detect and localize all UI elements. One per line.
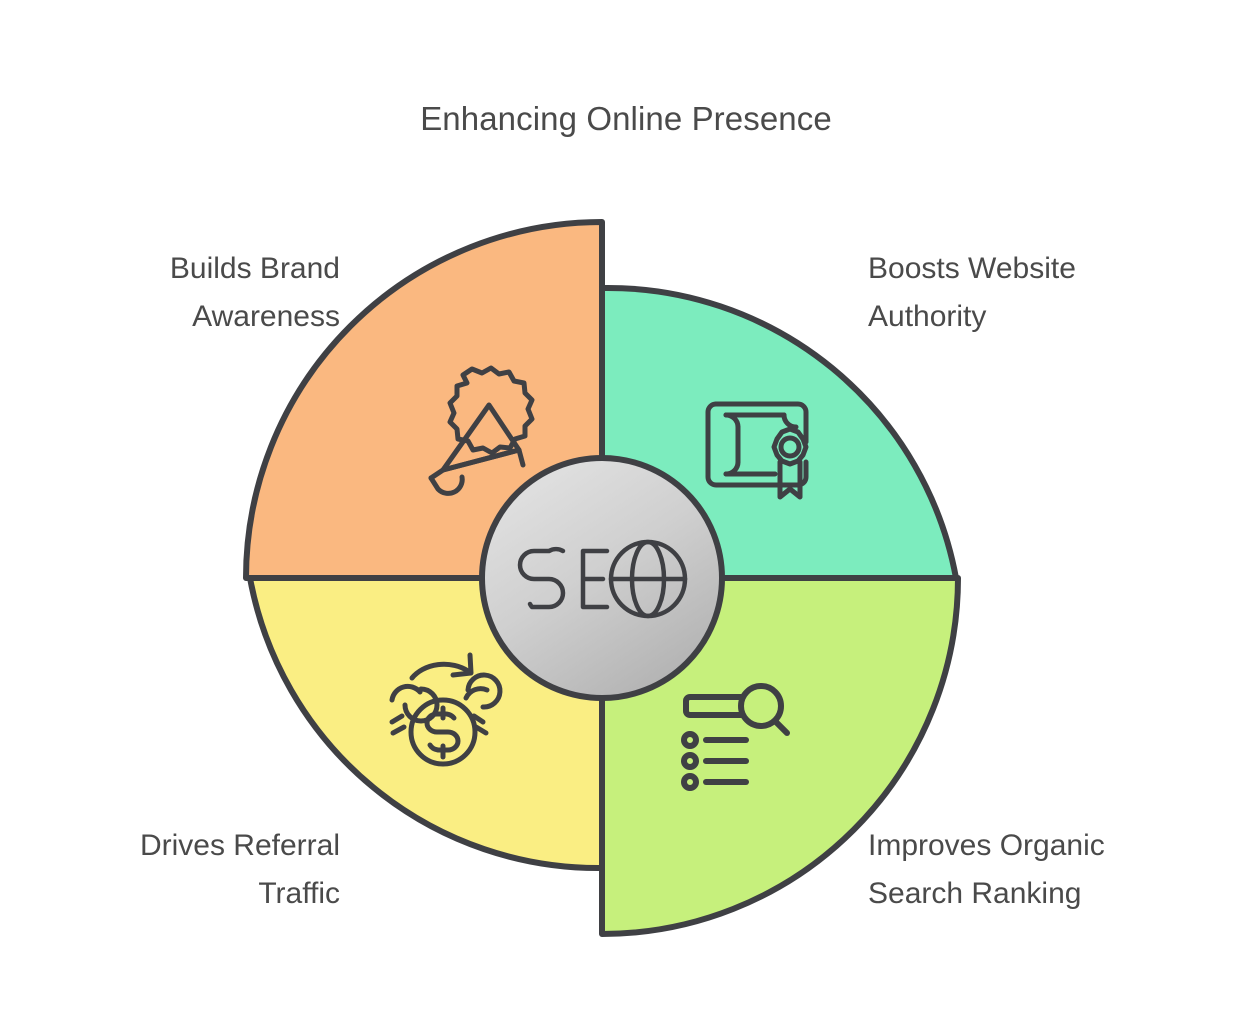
certificate-award-icon xyxy=(705,401,809,500)
center-hub[interactable] xyxy=(479,455,725,701)
referral-money-icon xyxy=(389,652,503,767)
segment-label-builds-brand-awareness: Builds Brand Awareness xyxy=(169,252,340,333)
seo-hub-letters xyxy=(517,546,610,610)
search-results-list-icon xyxy=(681,683,790,791)
segment-shape-top-left[interactable] xyxy=(243,219,605,581)
segment-shape-bottom-right[interactable] xyxy=(599,575,961,937)
segment-label-boosts-website-authority: Boosts Website Authority xyxy=(868,252,1076,333)
segment-label-drives-referral-traffic: Drives Referral Traffic xyxy=(139,829,340,910)
megaphone-badge-icon xyxy=(428,365,535,496)
page-title: Enhancing Online Presence xyxy=(420,100,832,137)
globe-icon xyxy=(608,539,688,619)
segment-builds-brand-awareness[interactable] xyxy=(243,219,605,581)
segment-label-improves-organic-search-ranking: Improves Organic Search Ranking xyxy=(868,829,1105,910)
segment-improves-organic-search-ranking[interactable] xyxy=(599,575,961,937)
